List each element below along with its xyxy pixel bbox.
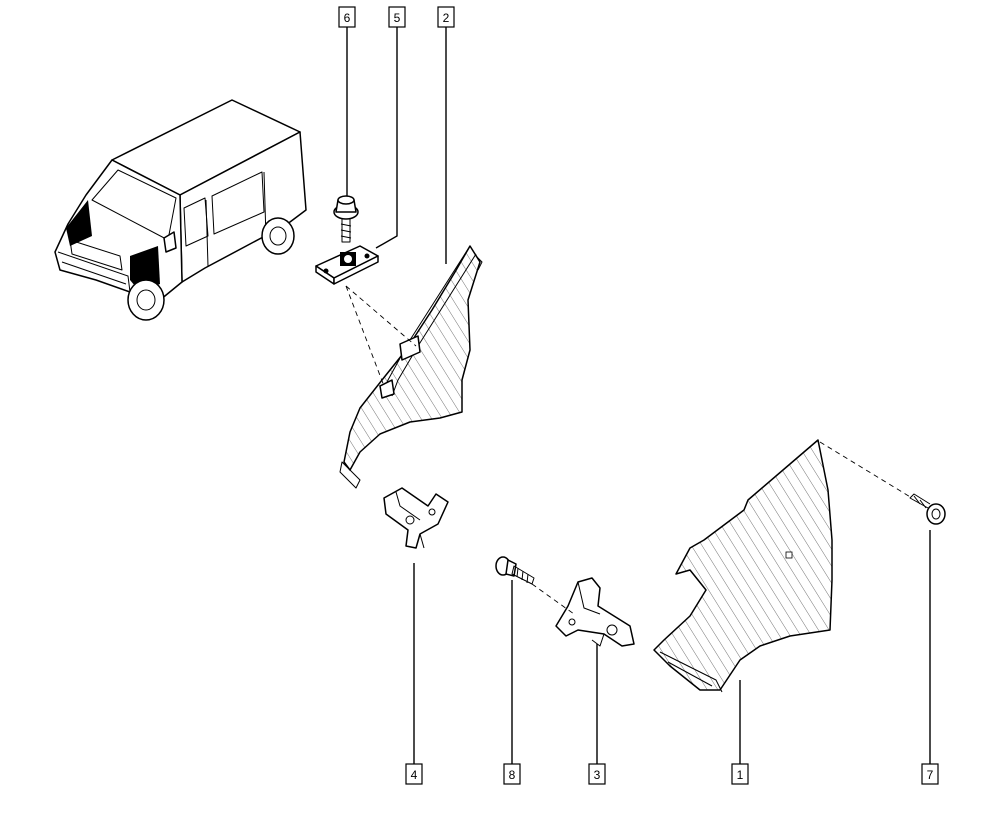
callout-6: 6 <box>338 6 356 28</box>
callout-7-label: 7 <box>927 768 934 782</box>
callout-5-label: 5 <box>394 11 401 25</box>
assembly-dash-lines <box>345 285 913 615</box>
callout-6-label: 6 <box>344 11 351 25</box>
van-wing-highlight-left <box>66 200 92 246</box>
callout-1-label: 1 <box>737 768 744 782</box>
callout-3-label: 3 <box>594 768 601 782</box>
part-8-bolt <box>495 556 535 585</box>
callout-2-label: 2 <box>443 11 450 25</box>
part-7-screw <box>909 493 946 525</box>
callout-7: 7 <box>921 763 939 785</box>
part-3-bracket <box>555 577 635 647</box>
part-1-front-wing <box>653 439 833 693</box>
part-4-bracket <box>383 487 449 549</box>
part-5-nut-plate <box>315 245 379 285</box>
callout-3: 3 <box>588 763 606 785</box>
leader-lines <box>346 27 931 764</box>
van-overview-illustration <box>54 99 307 321</box>
callout-4-label: 4 <box>411 768 418 782</box>
part-6-bolt <box>333 195 359 243</box>
callout-4: 4 <box>405 763 423 785</box>
callout-8: 8 <box>503 763 521 785</box>
callout-8-label: 8 <box>509 768 516 782</box>
callout-2: 2 <box>437 6 455 28</box>
callout-5: 5 <box>388 6 406 28</box>
part-2-wheel-arch-liner <box>339 245 483 489</box>
callout-1: 1 <box>731 763 749 785</box>
